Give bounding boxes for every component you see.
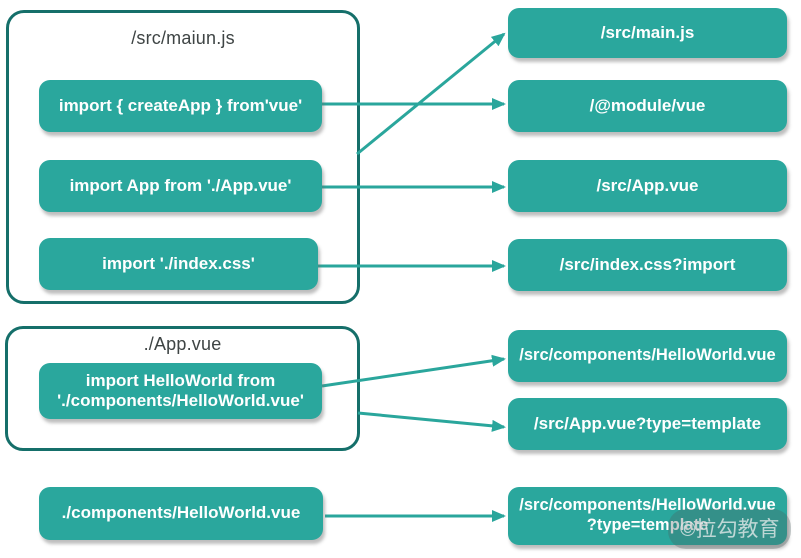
right-box-components-helloworld-template: /src/components/HelloWorld.vue ?type=tem… (508, 487, 787, 545)
right-box-main-js: /src/main.js (508, 8, 787, 58)
left-box-import-helloworld: import HelloWorld from './components/Hel… (39, 363, 322, 419)
arrow-container2-to-app-vue-template (357, 411, 506, 432)
left-box-import-createapp: import { createApp } from'vue' (39, 80, 322, 132)
left-box-import-index-css: import './index.css' (39, 238, 318, 290)
import-helloworld-line1: import HelloWorld from (85, 370, 276, 390)
left-box-import-app: import App from './App.vue' (39, 160, 322, 212)
watermark-lagou: ©拉勾教育 (668, 509, 792, 549)
right-box-components-helloworld: /src/components/HelloWorld.vue (508, 330, 787, 382)
helloworld-template-line2: ?type=template (586, 516, 709, 534)
container-src-maiun-js-title: /src/maiun.js (131, 28, 235, 48)
right-box-module-vue: /@module/vue (508, 80, 787, 132)
arrow-helloworld-import-to-components-helloworld (321, 354, 506, 388)
arrow-container1-to-main-js (356, 32, 506, 156)
helloworld-template-line1: /src/components/HelloWorld.vue (519, 496, 776, 515)
import-helloworld-line2: './components/HelloWorld.vue' (57, 391, 304, 410)
container-app-vue-title: ./App.vue (143, 334, 222, 354)
right-box-index-css: /src/index.css?import (508, 239, 787, 291)
left-box-components-helloworld: ./components/HelloWorld.vue (39, 487, 323, 540)
right-box-app-vue: /src/App.vue (508, 160, 787, 212)
right-box-app-vue-template: /src/App.vue?type=template (508, 398, 787, 450)
